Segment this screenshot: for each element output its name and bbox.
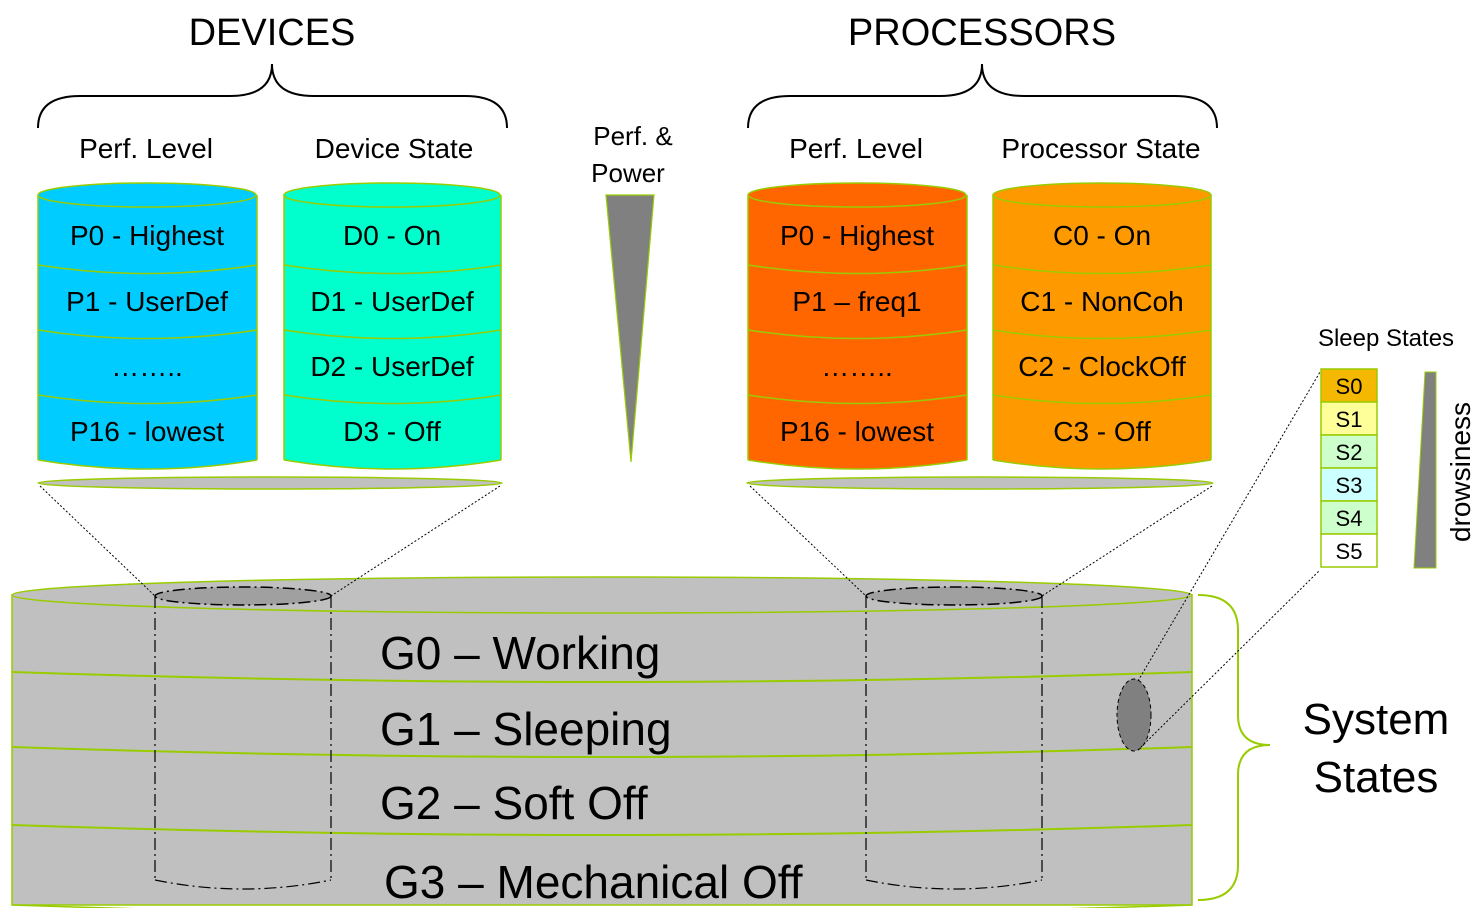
processor-perf-p1: P1 – freq1 <box>792 286 921 317</box>
device-state-d3: D3 - Off <box>343 416 441 447</box>
sleep-state-hole <box>1116 678 1152 752</box>
sleep-state-s2: S2 <box>1336 440 1363 465</box>
perf-power-label: Perf. & <box>593 121 672 151</box>
sleep-state-cell <box>1320 533 1378 568</box>
devices-brace <box>37 63 508 129</box>
device-state-cylinder: D0 - On D1 - UserDef D2 - UserDef D3 - O… <box>283 182 502 470</box>
devices-cross-section <box>37 476 503 490</box>
processors-cross-section <box>746 476 1214 490</box>
processor-state-c3: C3 - Off <box>1053 416 1151 447</box>
system-states-brace <box>1197 594 1271 901</box>
sleep-state-s3: S3 <box>1336 473 1363 498</box>
drowsiness-wedge <box>1413 371 1437 569</box>
device-perf-cylinder: P0 - Highest P1 - UserDef …….. P16 - low… <box>37 182 258 470</box>
processors-title: PROCESSORS <box>848 12 1116 54</box>
sleep-state-s4: S4 <box>1336 506 1363 531</box>
system-state-g0: G0 – Working <box>380 627 660 679</box>
processor-state-c2: C2 - ClockOff <box>1018 351 1186 382</box>
system-states-label-2: States <box>1314 753 1439 802</box>
system-row-divider <box>11 671 1193 683</box>
processor-perf-p16: P16 - lowest <box>780 416 934 447</box>
system-state-g2: G2 – Soft Off <box>380 777 648 829</box>
device-perf-p16: P16 - lowest <box>70 416 224 447</box>
perf-power-label-2: Power <box>591 158 665 188</box>
sleep-states-title: Sleep States <box>1318 325 1454 352</box>
processor-perf-ellipsis: …….. <box>821 351 893 382</box>
sleep-state-cell <box>1320 434 1378 469</box>
sleep-state-s0: S0 <box>1336 374 1363 399</box>
processors-state-label: Processor State <box>1001 133 1200 164</box>
devices-title: DEVICES <box>189 12 356 54</box>
device-state-d0: D0 - On <box>343 220 441 251</box>
sleep-state-s1: S1 <box>1336 407 1363 432</box>
device-state-d1: D1 - UserDef <box>310 286 474 317</box>
processors-brace <box>747 63 1218 129</box>
device-perf-ellipsis: …….. <box>111 351 183 382</box>
system-states-cylinder: G0 – Working G1 – Sleeping G2 – Soft Off… <box>11 576 1193 908</box>
system-state-g1: G1 – Sleeping <box>380 703 672 755</box>
system-states-label: System <box>1303 695 1450 744</box>
processor-state-c1: C1 - NonCoh <box>1020 286 1183 317</box>
devices-state-label: Device State <box>315 133 474 164</box>
device-state-d2: D2 - UserDef <box>310 351 474 382</box>
processor-perf-cylinder: P0 - Highest P1 – freq1 …….. P16 - lowes… <box>747 182 968 470</box>
device-perf-p0: P0 - Highest <box>70 220 224 251</box>
system-state-g3: G3 – Mechanical Off <box>384 856 803 908</box>
processors-inner-cylinder <box>865 586 1043 890</box>
devices-perf-label: Perf. Level <box>79 133 213 164</box>
sleep-state-cell <box>1320 500 1378 535</box>
processor-state-cylinder: C0 - On C1 - NonCoh C2 - ClockOff C3 - O… <box>992 182 1212 470</box>
perf-power-wedge <box>605 194 655 463</box>
drowsiness-label: drowsiness <box>1445 402 1476 542</box>
sleep-state-s5: S5 <box>1336 539 1363 564</box>
processors-perf-label: Perf. Level <box>789 133 923 164</box>
sleep-state-cell <box>1320 401 1378 436</box>
processor-perf-p0: P0 - Highest <box>780 220 934 251</box>
system-row-divider <box>11 746 1193 758</box>
system-row-divider <box>11 824 1193 836</box>
processor-state-c0: C0 - On <box>1053 220 1151 251</box>
device-perf-p1: P1 - UserDef <box>66 286 228 317</box>
sleep-state-cell <box>1320 368 1378 403</box>
